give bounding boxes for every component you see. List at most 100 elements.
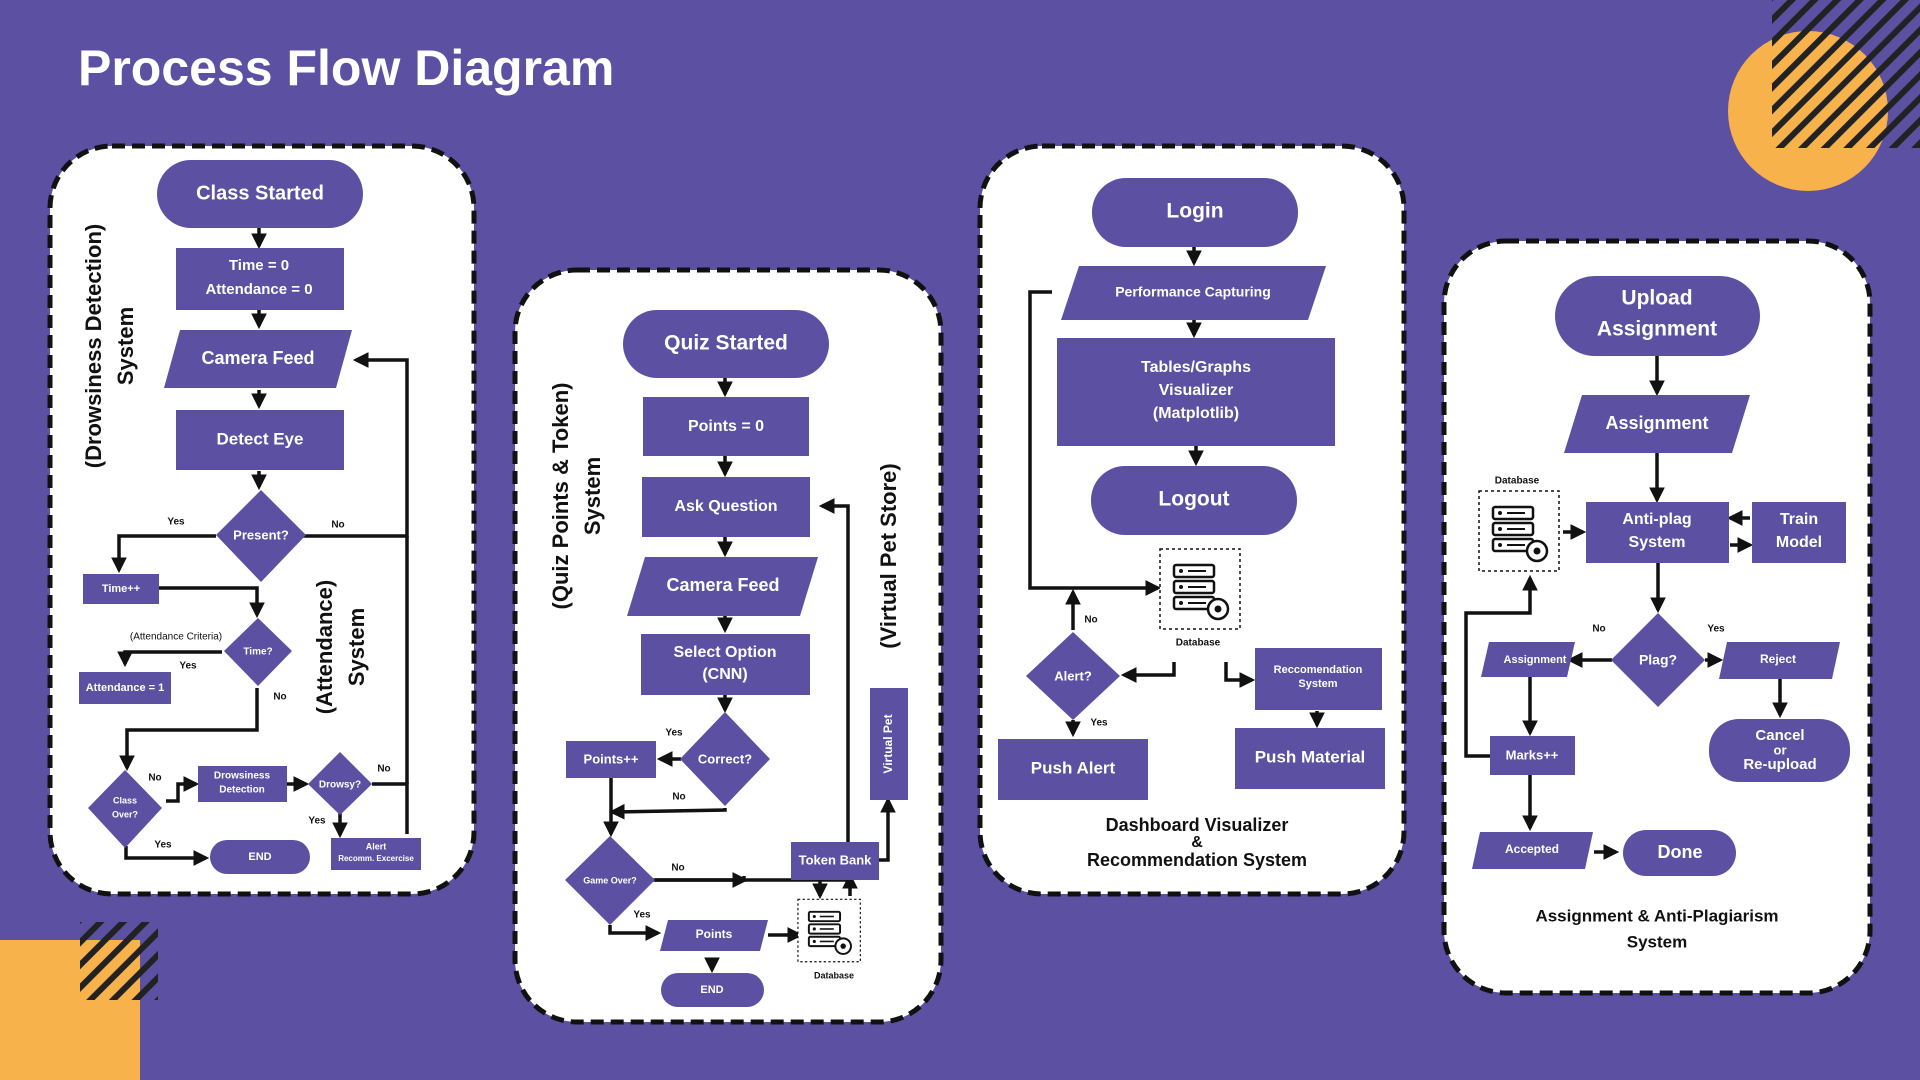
dashboard-caption-1: Dashboard Visualizer — [1106, 815, 1289, 835]
node-push-material — [1235, 728, 1385, 789]
label-train-1: Train — [1780, 511, 1818, 528]
label-quiz-camera-feed: Camera Feed — [666, 575, 779, 595]
label-recommendation-1: Reccomendation — [1274, 664, 1363, 676]
node-login — [1092, 178, 1298, 247]
node-points-output — [660, 920, 768, 951]
node-assignment — [1564, 395, 1750, 453]
node-correct-decision — [680, 712, 770, 806]
node-token-bank — [791, 842, 879, 880]
hatch-decoration-bottom — [80, 922, 158, 1000]
node-time-increment — [83, 574, 159, 604]
node-ask-question — [642, 477, 810, 537]
label-time-yes: Yes — [179, 661, 197, 672]
node-points-increment — [566, 741, 656, 778]
label-points-output: Points — [696, 927, 733, 941]
label-detect-eye: Detect Eye — [217, 429, 304, 448]
label-cancel-3: Re-upload — [1743, 756, 1816, 773]
label-init-attendance: Attendance = 0 — [205, 281, 312, 298]
label-game-over: Game Over? — [583, 875, 637, 885]
node-quiz-started — [623, 310, 829, 378]
label-time-decision: Time? — [243, 647, 272, 658]
label-end: END — [248, 851, 271, 863]
node-plag-decision — [1611, 613, 1705, 707]
node-detect-eye — [176, 410, 344, 470]
assignment-caption-1: Assignment & Anti-Plagiarism — [1535, 906, 1778, 925]
label-time-no: No — [273, 692, 286, 703]
label-marks-increment: Marks++ — [1506, 747, 1559, 762]
label-plag-yes: Yes — [1707, 624, 1725, 635]
node-end — [210, 840, 310, 874]
dashboard-caption-3: Recommendation System — [1087, 850, 1307, 870]
node-cancel-reupload — [1709, 719, 1850, 782]
assignment-caption-2: System — [1627, 932, 1687, 951]
label-alert-decision: Alert? — [1054, 668, 1092, 683]
dashboard-flow: Login Performance Capturing Tables/Graph… — [998, 178, 1385, 870]
label-correct-yes: Yes — [665, 728, 683, 739]
label-token-bank: Token Bank — [799, 852, 872, 867]
label-virtual-pet: Virtual Pet — [881, 714, 895, 773]
node-camera-feed — [164, 330, 352, 388]
drowsiness-flow: Class Started Time = 0 Attendance = 0 Ca… — [79, 160, 421, 874]
label-correct: Correct? — [698, 751, 752, 766]
label-antiplag-1: Anti-plag — [1622, 511, 1691, 528]
node-drowsiness-detection — [198, 766, 287, 802]
label-attendance-system-2: System — [344, 608, 369, 686]
label-visualizer-2: Visualizer — [1159, 382, 1233, 399]
node-accepted — [1472, 832, 1593, 869]
label-drowsy-yes: Yes — [308, 816, 326, 827]
node-done — [1623, 830, 1736, 876]
label-cancel-2: or — [1774, 742, 1787, 757]
label-plag-no: No — [1592, 624, 1605, 635]
label-dashboard-database: Database — [1176, 638, 1221, 649]
node-points-zero — [643, 397, 809, 456]
label-class-started: Class Started — [196, 182, 324, 204]
label-cancel-1: Cancel — [1755, 727, 1804, 744]
label-visualizer-1: Tables/Graphs — [1141, 359, 1251, 376]
label-init-time: Time = 0 — [229, 257, 289, 274]
label-drowsy-decision: Drowsy? — [319, 780, 361, 791]
label-login: Login — [1166, 200, 1223, 223]
label-upload-1: Upload — [1621, 287, 1692, 310]
label-quiz-system-1: (Quiz Points & Token) — [548, 383, 573, 610]
hatch-decoration-top — [1772, 0, 1920, 148]
label-game-over-no: No — [671, 863, 684, 874]
label-antiplag-2: System — [1629, 534, 1686, 551]
label-present-yes: Yes — [167, 517, 185, 528]
label-push-alert: Push Alert — [1031, 758, 1116, 777]
assignment-flow: Upload Assignment Assignment Database An… — [1464, 276, 1850, 951]
database-icon-dashboard — [1158, 547, 1242, 631]
label-performance-capturing: Performance Capturing — [1115, 284, 1271, 300]
node-quiz-end — [661, 973, 764, 1007]
label-ask-question: Ask Question — [674, 498, 777, 515]
label-plag-decision: Plag? — [1639, 652, 1677, 668]
node-time-decision — [224, 618, 292, 686]
label-quiz-system-2: System — [580, 457, 605, 535]
label-camera-feed: Camera Feed — [201, 348, 314, 368]
label-recommendation-2: System — [1298, 678, 1337, 690]
label-virtual-pet-store: (Virtual Pet Store) — [876, 463, 901, 648]
label-visualizer-3: (Matplotlib) — [1153, 405, 1239, 422]
label-class-over-yes: Yes — [154, 840, 172, 851]
node-alert-decision — [1026, 632, 1120, 720]
node-visualizer — [1057, 338, 1335, 446]
node-push-alert — [998, 739, 1148, 800]
node-drowsy-decision — [308, 752, 372, 815]
node-recommendation-system — [1255, 648, 1382, 710]
node-virtual-pet — [870, 688, 908, 800]
node-train-model — [1752, 502, 1846, 563]
node-alert-recomm — [331, 838, 421, 870]
node-assignment-small — [1481, 642, 1575, 677]
label-logout: Logout — [1158, 488, 1229, 511]
label-reject: Reject — [1760, 652, 1796, 666]
label-attendance-set: Attendance = 1 — [86, 682, 165, 694]
page-title: Process Flow Diagram — [78, 40, 614, 96]
label-select-option-1: Select Option — [673, 644, 776, 661]
label-points-increment: Points++ — [584, 751, 639, 766]
node-present-decision — [216, 490, 306, 582]
node-logout — [1091, 466, 1297, 535]
node-attendance-set — [79, 672, 171, 704]
label-push-material: Push Material — [1255, 747, 1366, 766]
label-class-over-no: No — [148, 773, 161, 784]
